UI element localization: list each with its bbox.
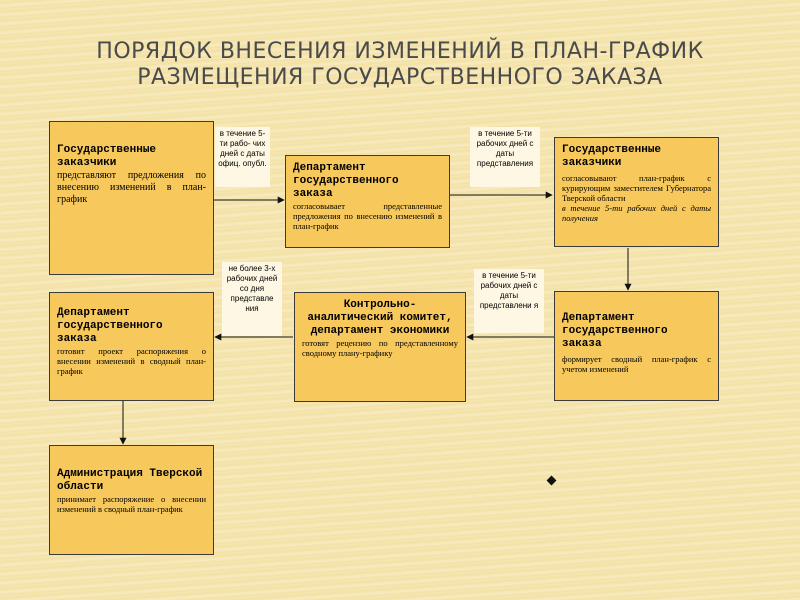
box-customers-approve-body: согласовывают план-график с курирующим з… bbox=[562, 173, 711, 203]
box-customers-approve-head: Государственные заказчики bbox=[562, 144, 662, 169]
slide-title-line-2: РАЗМЕЩЕНИЯ ГОСУДАРСТВЕННОГО ЗАКАЗА bbox=[137, 65, 663, 90]
box-customers-submit-head: Государственные заказчики bbox=[57, 144, 157, 169]
box-dept-forms-head: Департамент государственного заказа bbox=[562, 312, 668, 350]
box-administration: Администрация Тверской области принимает… bbox=[49, 445, 214, 555]
box-customers-submit-body: представляют предложения по внесению изм… bbox=[57, 170, 206, 205]
box-dept-agrees-head: Департамент государственного заказа bbox=[293, 162, 399, 200]
note-submission-deadline: в течение 5-ти рабочих дней с даты предс… bbox=[470, 127, 540, 187]
box-dept-forms-body: формирует сводный план-график с учетом и… bbox=[562, 354, 711, 374]
box-dept-forms: Департамент государственного заказа форм… bbox=[554, 291, 719, 401]
box-control-committee-head: Контрольно-аналитический комитет, департ… bbox=[307, 299, 453, 337]
box-dept-agrees: Департамент государственного заказа согл… bbox=[285, 155, 450, 248]
box-control-committee-body: готовят рецензию по представленному свод… bbox=[302, 338, 458, 358]
note-review-deadline: в течение 5-ти рабочих дней с даты предс… bbox=[474, 269, 544, 333]
box-customers-approve: Государственные заказчики согласовывают … bbox=[554, 137, 719, 247]
note-max-days: не более 3-х рабочих дней со дня предста… bbox=[222, 262, 282, 336]
box-administration-body: принимает распоряжение о внесении измене… bbox=[57, 494, 206, 514]
slide-title-line-1: ПОРЯДОК ВНЕСЕНИЯ ИЗМЕНЕНИЙ В ПЛАН-ГРАФИК bbox=[96, 39, 704, 64]
box-dept-prepares: Департамент государственного заказа гото… bbox=[49, 292, 214, 401]
box-administration-head: Администрация Тверской области bbox=[57, 468, 203, 493]
box-control-committee: Контрольно-аналитический комитет, департ… bbox=[294, 292, 466, 402]
box-dept-prepares-body: готовит проект распоряжения о внесении и… bbox=[57, 346, 206, 376]
box-customers-submit: Государственные заказчики представляют п… bbox=[49, 121, 214, 275]
note-publication-deadline: в течение 5-ти рабо- чих дней с даты офи… bbox=[215, 127, 270, 187]
box-customers-approve-italic: в течение 5-ти рабочих дней с даты получ… bbox=[562, 203, 711, 223]
box-dept-agrees-body: согласовывает представленные предложения… bbox=[293, 201, 442, 231]
box-dept-prepares-head: Департамент государственного заказа bbox=[57, 307, 163, 345]
